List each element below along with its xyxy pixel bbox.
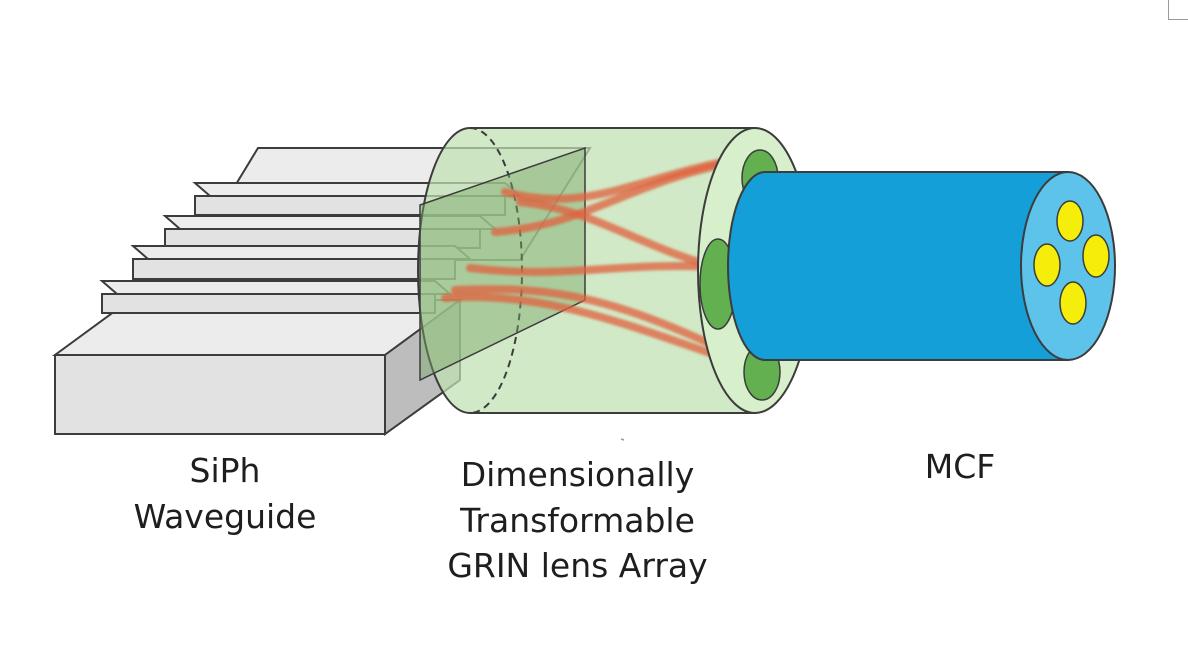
chip-base-front bbox=[54, 354, 386, 435]
beam-2 bbox=[491, 156, 749, 236]
fiber-core-left bbox=[1033, 243, 1061, 287]
corner-frame-mark bbox=[1168, 0, 1188, 20]
beam-6 bbox=[441, 293, 749, 369]
fiber-core-right bbox=[1082, 234, 1110, 278]
grin-label-line-2: Transformable bbox=[460, 500, 695, 540]
grin-label-line-1: Dimensionally bbox=[460, 455, 695, 494]
multicore-fiber bbox=[727, 171, 1116, 361]
waveguide-1 bbox=[99, 280, 453, 314]
fiber-body bbox=[727, 171, 1069, 361]
grin-label-line-3: GRIN lens Array bbox=[447, 546, 708, 586]
mcf-label: MCF bbox=[880, 444, 1040, 490]
beam-5 bbox=[451, 285, 749, 364]
mcf-label-line-1: MCF bbox=[924, 447, 996, 486]
optical-beams bbox=[441, 154, 749, 369]
waveguide-2 bbox=[130, 245, 473, 280]
fiber-core-top bbox=[1056, 200, 1084, 242]
stray-tick bbox=[620, 438, 625, 441]
fiber-core-bottom bbox=[1059, 281, 1087, 325]
siph-label-line-1: SiPh bbox=[189, 451, 261, 490]
grin-lens-label: Dimensionally Transformable GRIN lens Ar… bbox=[405, 452, 750, 589]
fiber-end-face bbox=[1020, 171, 1116, 361]
siph-waveguide-label: SiPh Waveguide bbox=[105, 448, 345, 539]
siph-label-line-2: Waveguide bbox=[133, 496, 317, 536]
beam-4 bbox=[466, 262, 734, 276]
